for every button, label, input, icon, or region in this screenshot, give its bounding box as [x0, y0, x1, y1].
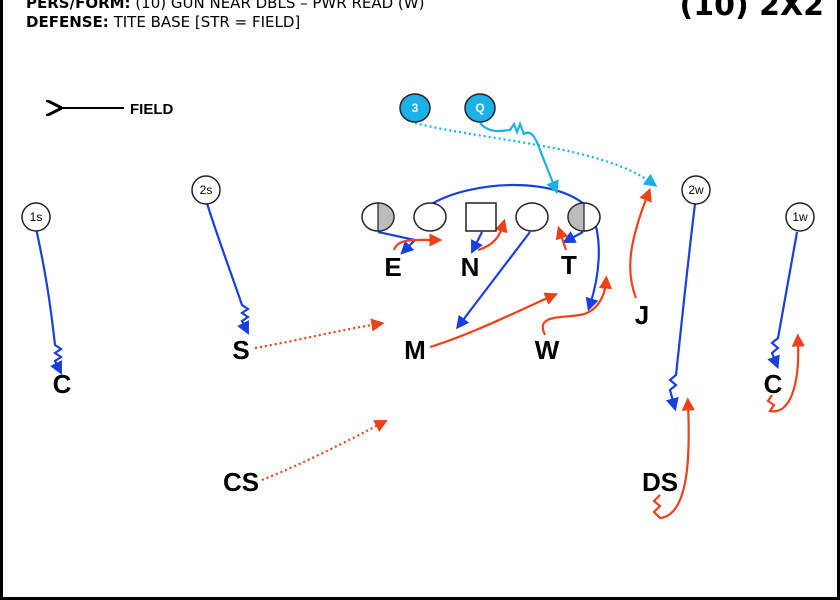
back-q: Q [464, 93, 496, 123]
defender-ds: DS [642, 467, 678, 497]
route-1w [767, 231, 799, 370]
route-n [477, 218, 508, 252]
defender-cs: CS [223, 467, 259, 497]
defender-m: M [404, 335, 426, 365]
route-tackle [562, 231, 584, 244]
route-2s [204, 199, 250, 335]
route-3 [414, 121, 658, 187]
pers-form-line: PERS/FORM: (10) GUN NEAR DBLS – PWR READ… [26, 0, 424, 12]
center [465, 202, 497, 232]
route-e [392, 233, 443, 251]
defender-w: W [535, 335, 560, 365]
defense-line: DEFENSE: TITE BASE [STR = FIELD] [26, 13, 300, 31]
route-q [479, 120, 559, 195]
back-3: 3 [399, 93, 431, 123]
defender-t: T [561, 250, 577, 280]
right-guard [515, 202, 549, 232]
route-m [429, 292, 559, 349]
receiver-2s: 2s [191, 175, 221, 205]
offensive-line [361, 202, 601, 232]
back-label: Q [475, 101, 484, 115]
route-guard [456, 231, 531, 330]
receiver-2w: 2w [681, 175, 711, 205]
route-w [541, 275, 613, 336]
defender-s: S [232, 335, 249, 365]
tackle-shade [377, 202, 395, 232]
receiver-label: 2w [688, 183, 704, 197]
route-cs [261, 419, 388, 482]
route-ds [652, 397, 695, 520]
route-2w [665, 203, 697, 412]
route-j [629, 187, 652, 299]
left-guard [413, 202, 447, 232]
route-center [471, 231, 483, 254]
route-t [555, 225, 569, 251]
receiver-label: 1w [792, 210, 808, 224]
defender-n: N [461, 252, 480, 282]
receiver-label: 2s [200, 183, 213, 197]
defender-c-weak: C [764, 369, 783, 399]
receiver-1w: 1w [785, 202, 815, 232]
defense-label: DEFENSE: [26, 13, 109, 31]
tackle-shade [567, 202, 585, 232]
defender-c-strong: C [53, 369, 72, 399]
pers-form-value: (10) GUN NEAR DBLS – PWR READ (W) [135, 0, 425, 12]
defender-e: E [384, 252, 401, 282]
defense-value: TITE BASE [STR = FIELD] [113, 13, 301, 31]
route-c-weak [766, 333, 805, 413]
route-1s [34, 227, 63, 375]
route-s [254, 318, 385, 350]
pers-form-label: PERS/FORM: [26, 0, 131, 12]
formation-title: (10) 2X2 [679, 0, 825, 23]
route-pull [429, 183, 600, 312]
field-direction: FIELD [60, 101, 173, 118]
receiver-label: 1s [30, 210, 43, 224]
receiver-1s: 1s [21, 202, 51, 232]
field-label: FIELD [130, 101, 173, 118]
defender-j: J [635, 300, 649, 330]
back-label: 3 [412, 101, 419, 115]
